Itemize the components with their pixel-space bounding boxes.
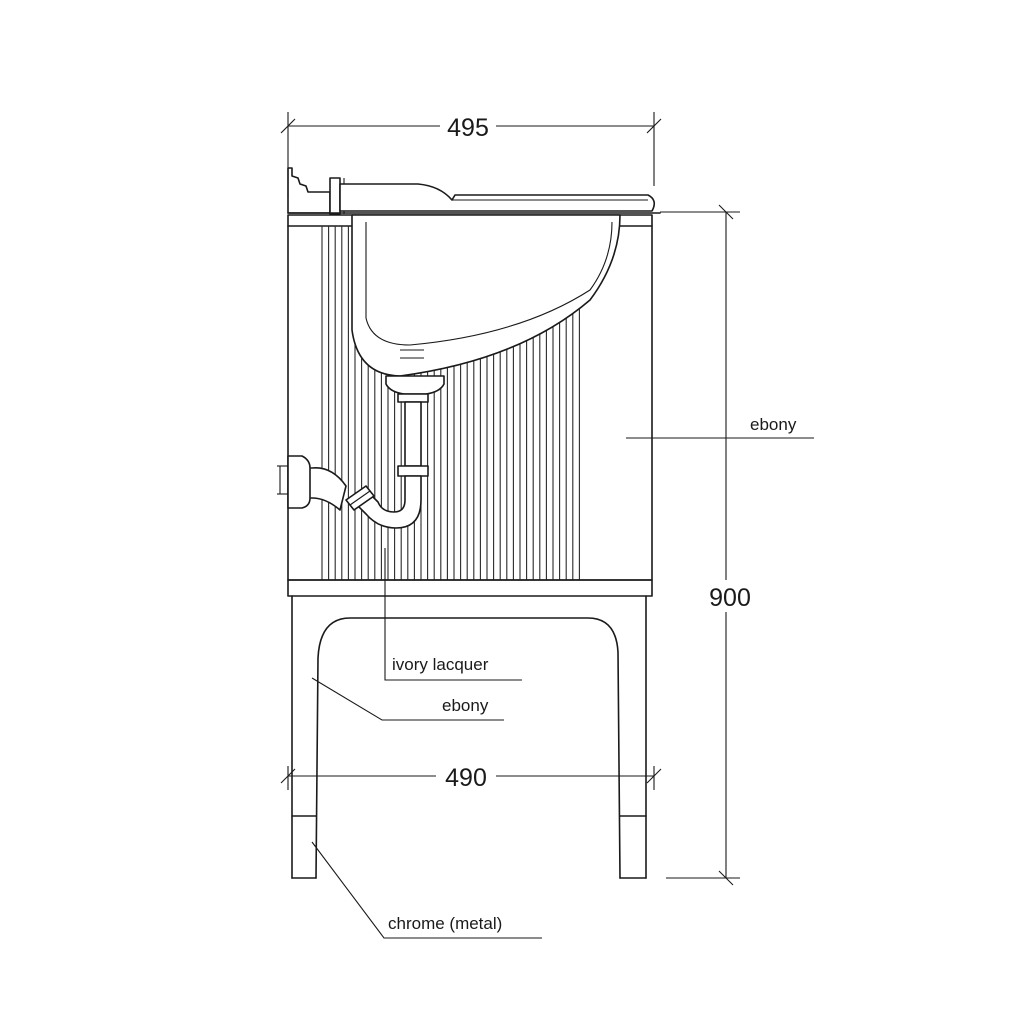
dim-height-value: 900	[709, 584, 751, 612]
drain-neck	[385, 375, 445, 395]
bowl-outer	[351, 214, 621, 377]
dimension-top: 495	[280, 112, 662, 198]
callout-ebony-upper: ebony	[626, 415, 814, 439]
trap-nut-line	[349, 490, 371, 506]
dim-top-value: 495	[447, 114, 489, 142]
drain-pipe	[404, 401, 422, 467]
counter-slab	[339, 183, 656, 212]
dimension-height: 900	[660, 204, 756, 886]
wall-flange	[287, 455, 311, 509]
basin-top	[287, 167, 661, 215]
dim-height-text-bg	[700, 580, 756, 612]
callout-ebony-upper-label: ebony	[750, 415, 797, 434]
faucet-post	[329, 177, 341, 215]
callout-ebony-lower-leader	[311, 677, 504, 721]
callout-chrome-leader	[311, 841, 542, 939]
base-frame	[287, 579, 653, 879]
callout-chrome-label: chrome (metal)	[388, 914, 502, 933]
dimension-bottom: 490	[280, 762, 662, 792]
dim-bottom-tick-left	[280, 768, 296, 784]
dim-top-text-bg	[440, 112, 496, 140]
callout-ivory-lacquer-label: ivory lacquer	[392, 655, 489, 674]
dim-height-tick-bottom	[718, 870, 734, 886]
dim-bottom-tick-right	[646, 768, 662, 784]
basin-bowl	[277, 214, 621, 529]
callout-ivory-lacquer-leader	[384, 548, 522, 681]
dim-bottom-value: 490	[445, 764, 487, 792]
dim-top-tick-left	[280, 118, 296, 134]
waste-arm	[305, 467, 347, 511]
dim-top-tick-right	[646, 118, 662, 134]
drain-nut-lower	[397, 465, 429, 477]
frame-arch	[315, 617, 621, 879]
callout-ebony-lower: ebony	[311, 677, 504, 721]
dim-height-tick-top	[718, 204, 734, 220]
bowl-inner	[365, 221, 613, 346]
apron-rail	[287, 579, 653, 597]
callout-ebony-lower-label: ebony	[442, 696, 489, 715]
callout-ivory-lacquer: ivory lacquer	[384, 548, 522, 681]
drain-nut-upper	[397, 393, 429, 403]
callout-chrome: chrome (metal)	[311, 841, 542, 939]
backsplash-profile	[287, 167, 331, 214]
dim-bottom-text-bg	[436, 762, 496, 790]
